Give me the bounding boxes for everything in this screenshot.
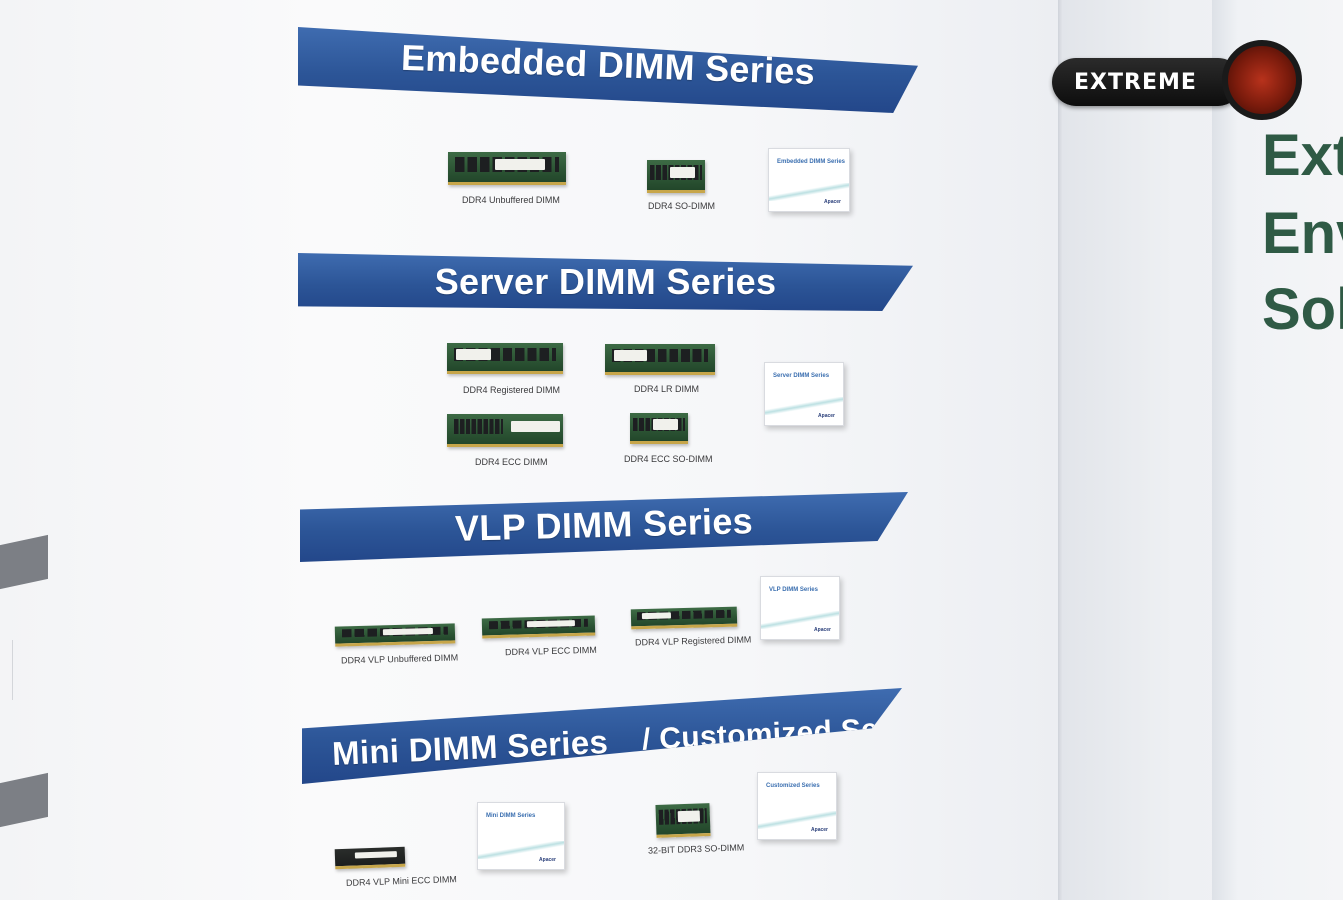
card-brand-logo: Apacer bbox=[818, 413, 835, 419]
card-wave bbox=[758, 811, 836, 829]
module-ddr4-vlp-mini-ecc bbox=[334, 846, 406, 870]
module-label-sticker bbox=[613, 350, 647, 361]
card-customized: Customized Series Apacer bbox=[757, 772, 837, 840]
caption-ddr4-lr: DDR4 LR DIMM bbox=[634, 384, 700, 394]
module-label-sticker bbox=[670, 166, 695, 178]
card-vlp-title: VLP DIMM Series bbox=[769, 587, 818, 593]
right-wall-text-line-1: Ext bbox=[1262, 123, 1343, 188]
card-vlp: VLP DIMM Series Apacer bbox=[760, 576, 840, 640]
card-customized-title: Customized Series bbox=[766, 783, 820, 789]
module-ddr3-32bit-sodimm bbox=[655, 803, 711, 838]
card-brand-logo: Apacer bbox=[811, 827, 828, 833]
caption-ddr4-registered: DDR4 Registered DIMM bbox=[463, 385, 561, 395]
memory-chips bbox=[453, 419, 503, 434]
watermark-ring-icon bbox=[1222, 40, 1302, 120]
module-ddr4-sodimm bbox=[647, 160, 705, 193]
card-brand-logo: Apacer bbox=[539, 857, 556, 863]
module-ddr4-ecc bbox=[447, 414, 563, 447]
left-post bbox=[0, 640, 13, 700]
module-ddr4-vlp-registered bbox=[630, 606, 738, 630]
card-wave bbox=[761, 611, 839, 629]
module-ddr4-ecc-sodimm bbox=[630, 413, 688, 444]
watermark-pill bbox=[1052, 58, 1242, 106]
card-wave bbox=[478, 841, 564, 859]
right-wall-text-line-3: Solu bbox=[1262, 277, 1343, 342]
watermark-text: EXTREME bbox=[1074, 70, 1197, 95]
module-label-sticker bbox=[641, 612, 672, 620]
card-brand-logo: Apacer bbox=[824, 199, 841, 205]
right-wall-text-line-2: Env bbox=[1262, 201, 1343, 266]
banner-server-text: Server DIMM Series bbox=[434, 261, 777, 302]
card-brand-logo: Apacer bbox=[814, 627, 831, 633]
booth-side-panel bbox=[1212, 0, 1343, 900]
module-label-sticker bbox=[354, 850, 397, 859]
card-server-title: Server DIMM Series bbox=[773, 373, 830, 379]
banner-vlp-text: VLP DIMM Series bbox=[454, 500, 754, 549]
banner-server: Server DIMM Series bbox=[298, 253, 913, 311]
caption-ddr4-sodimm: DDR4 SO-DIMM bbox=[648, 201, 715, 211]
card-embedded: Embedded DIMM Series Apacer bbox=[768, 148, 850, 212]
module-ddr4-vlp-ecc bbox=[481, 615, 596, 639]
module-label-sticker bbox=[677, 809, 701, 823]
module-label-sticker bbox=[653, 419, 678, 430]
card-wave bbox=[765, 397, 843, 415]
card-wave bbox=[769, 183, 849, 201]
caption-ddr4-ecc: DDR4 ECC DIMM bbox=[475, 457, 548, 467]
card-mini: Mini DIMM Series Apacer bbox=[477, 802, 565, 870]
watermark-logo: EXTREME bbox=[1052, 40, 1312, 124]
module-label-sticker bbox=[510, 420, 560, 432]
caption-ddr4-unbuffered: DDR4 Unbuffered DIMM bbox=[462, 195, 560, 205]
card-mini-title: Mini DIMM Series bbox=[486, 813, 536, 819]
card-server: Server DIMM Series Apacer bbox=[764, 362, 844, 426]
card-embedded-title: Embedded DIMM Series bbox=[777, 159, 846, 165]
module-ddr4-vlp-unbuffered bbox=[334, 623, 456, 647]
module-label-sticker bbox=[495, 158, 545, 170]
module-ddr4-unbuffered bbox=[448, 152, 566, 185]
module-label-sticker bbox=[456, 349, 492, 360]
caption-ddr4-ecc-sodimm: DDR4 ECC SO-DIMM bbox=[624, 454, 713, 464]
display-wall bbox=[0, 0, 1062, 900]
wall-seam bbox=[1058, 0, 1064, 900]
module-ddr4-lr bbox=[605, 344, 715, 375]
module-ddr4-registered bbox=[447, 343, 563, 374]
